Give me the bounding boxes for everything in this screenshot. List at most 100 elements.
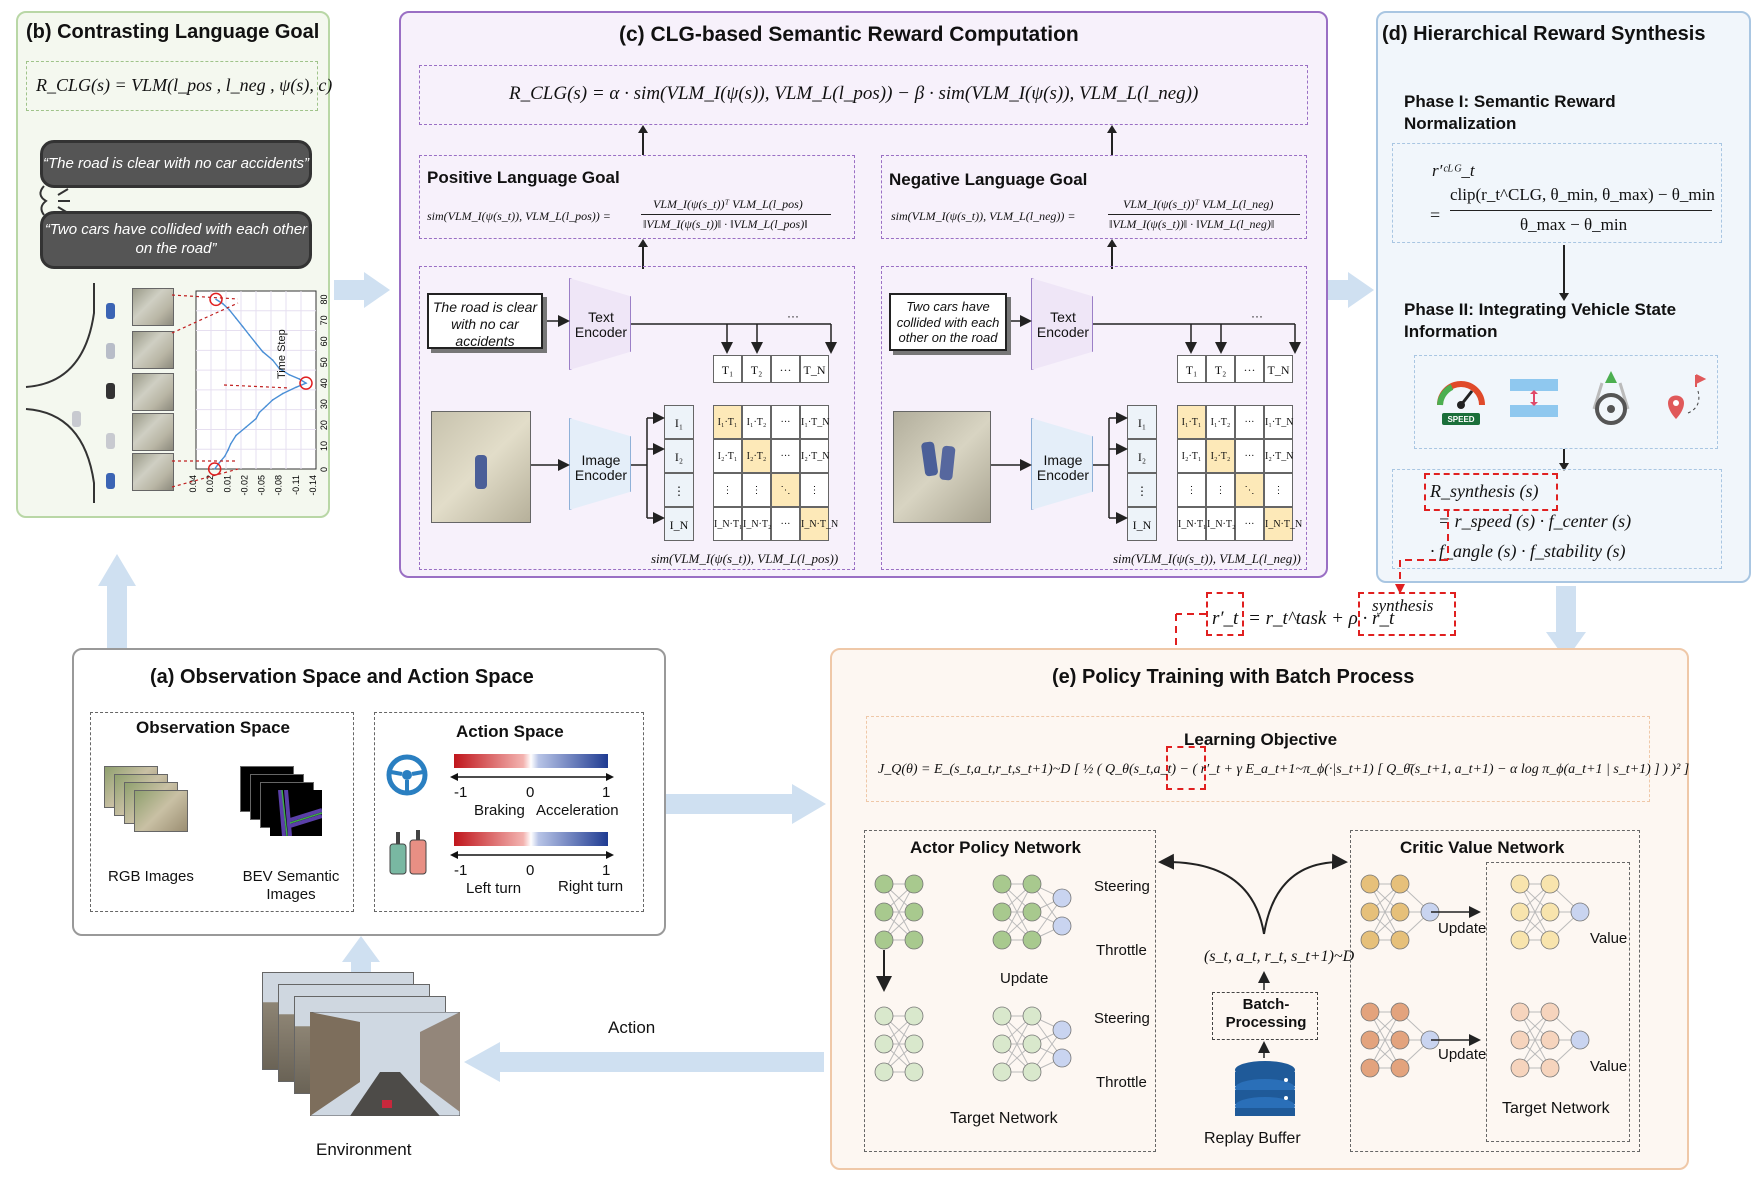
critic-network-box [1350,830,1640,1152]
throttle-zero: 0 [526,784,535,801]
critic-target-neuron [1510,1002,1530,1022]
flow-arrow-a-to-e [666,784,826,824]
vehicle-state-icons-box [1414,355,1718,449]
throttle-scale-arrow [450,773,614,781]
panel-a-title: (a) Observation Space and Action Space [150,666,534,688]
critic-neuron [1390,902,1410,922]
critic-update-label-1: Update [1438,920,1487,937]
similarity-cell: I₂·T₂ [742,439,771,473]
pos-image-frame [431,411,531,523]
critic-target-neuron [1510,930,1530,950]
phase1-numerator: clip(r_t^CLG, θ_min, θ_max) − θ_min [1450,185,1715,204]
similarity-cell: I_N·T₁ [713,507,742,541]
throttle-max: 1 [602,784,611,801]
similarity-cell: ··· [771,439,800,473]
braking-label: Braking [474,802,525,819]
similarity-cell: I_N·T_N [800,507,838,541]
critic-target-neuron [1510,902,1530,922]
critic-target-neuron [1540,1002,1560,1022]
actor-neuron [1022,902,1042,922]
observation-space-box [90,712,354,912]
chart-point [223,455,226,458]
actor-neuron [992,874,1012,894]
similarity-cell: I_N·T₂ [742,507,771,541]
r-prime-objective-highlight [1166,746,1206,790]
net-edge [1519,1011,1551,1069]
actor-target-neuron [874,1062,894,1082]
neg-sim-numerator: VLM_I(ψ(s_t))ᵀ VLM_L(l_neg) [1123,197,1274,211]
pos-dots: ··· [787,309,799,323]
chart-y-tick: 30 [319,399,329,409]
location-route-icon [1668,374,1707,419]
critic-target-neuron [1570,1030,1590,1050]
learning-objective-title: Learning Objective [1184,730,1338,749]
arrow-up-neg-eq [1107,125,1117,155]
pos-sim-caption: sim(VLM_I(ψ(s_t)), VLM_L(l_pos)) [651,551,839,566]
positive-goal-title: Positive Language Goal [427,168,620,187]
synthesis-highlight-box [1424,473,1558,511]
actor-target-neuron [904,1034,924,1054]
net-edge [1519,883,1551,941]
similarity-cell: I₂·T_N [800,439,829,473]
similarity-cell: ⋮ [800,473,829,507]
chart-y-tick: 10 [319,441,329,451]
phase1-fraction-bar [1450,210,1712,211]
t-token: T₂ [742,355,771,383]
similarity-cell: I₁·T₁ [1177,405,1206,439]
critic-neuron [1360,930,1380,950]
speedometer-icon: SPEED [1437,381,1485,425]
road-scene-illustration [25,283,115,503]
chart-point [281,392,284,395]
negative-clip-box [881,266,1307,570]
chart-point [218,461,221,464]
chart-x-tick: -0.02 [239,475,249,496]
net-edge [1001,1015,1033,1073]
actor-target-network-label: Target Network [950,1110,1058,1127]
flow-arrow-d-to-e [1546,586,1586,660]
similarity-cell: ⋮ [713,473,742,507]
chart-x-tick: -0.11 [291,475,301,495]
panel-hierarchical-reward-synthesis: (d) Hierarchical Reward Synthesis Phase … [1376,11,1751,583]
critic-target-neuron [1510,1030,1530,1050]
actor-neuron [1022,930,1042,950]
replay-buffer-icon [1235,1061,1295,1116]
panel-clg-semantic-reward: (c) CLG-based Semantic Reward Computatio… [399,11,1328,578]
panel-c-title: (c) CLG-based Semantic Reward Computatio… [619,23,1079,46]
r-prime-highlight [1206,592,1244,636]
batch-to-actor-arrow [1158,853,1265,935]
speaker-head-icon [39,185,70,216]
i-token: I_N [664,507,694,541]
actor-neuron [904,930,924,950]
i-token: I₂ [1127,439,1157,473]
actor-neuron [874,902,894,922]
critic-target-neuron [1540,1030,1560,1050]
critic-target-neuron [1540,930,1560,950]
critic-target-neuron [1570,902,1590,922]
neg-dots: ··· [1251,309,1263,323]
steering-wheel-icon [386,754,428,796]
actor-target-neuron [904,1062,924,1082]
actor-throttle-label: Throttle [1096,942,1147,959]
chart-point [248,334,251,336]
actor-target-neuron [992,1062,1012,1082]
chart-point [227,449,229,451]
actor-neuron [992,902,1012,922]
negative-goal-bubble: “Two cars have collided with each other … [40,211,312,269]
batch-processing-label: Batch-Processing [1225,996,1307,1031]
similarity-cell: I_N·T₂ [1206,507,1235,541]
similarity-cell: I₁·T_N [1264,405,1293,439]
t-token: T_N [800,355,829,383]
net-edge [1369,1011,1401,1069]
critic-target-neuron [1510,874,1530,894]
rgb-images-label: RGB Images [108,868,194,885]
net-edge [883,883,915,941]
panel-d-title: (d) Hierarchical Reward Synthesis [1382,23,1706,45]
i-token: ⋮ [1127,473,1157,507]
synthesis-line1: = r_speed (s) · f_center (s) [1438,511,1632,531]
similarity-cell: ··· [1235,439,1264,473]
learning-objective-equation: J_Q(θ) = E_(s_t,a_t,r_t,s_t+1)~D [ ½ ( Q… [878,762,1690,777]
actor-neuron [992,930,1012,950]
chart-point [235,434,237,437]
similarity-cell: I_N·T₁ [1177,507,1206,541]
clg-equation: R_CLG(s) = VLM(l_pos , l_neg , ψ(s), c) [36,75,333,95]
